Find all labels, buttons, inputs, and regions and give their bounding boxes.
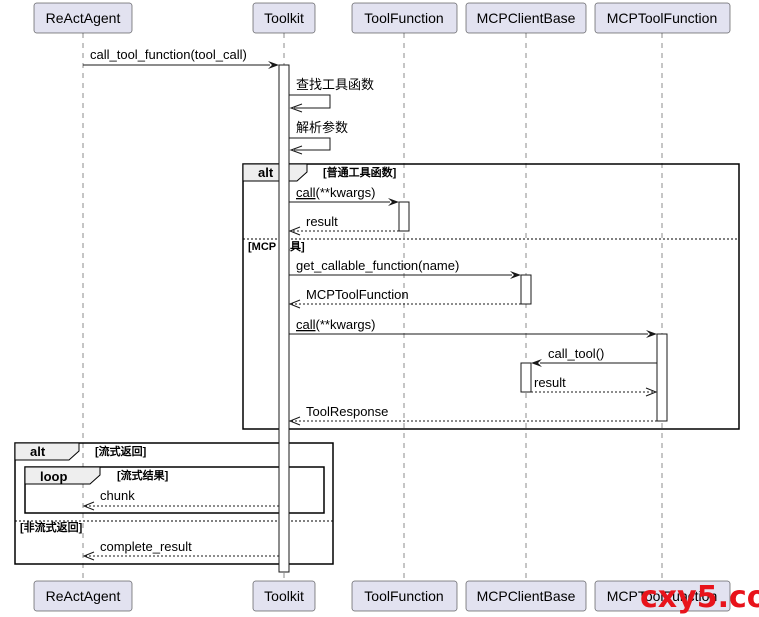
activation-mcptoolfunction [656,333,668,422]
message-call-tool: call_tool() [531,346,657,367]
svg-text:MCPClientBase: MCPClientBase [477,588,576,604]
svg-text:call_tool(): call_tool() [548,346,604,361]
svg-text:call(**kwargs): call(**kwargs) [296,185,375,200]
alt-guard-nonstream: [非流式返回] [20,520,83,534]
svg-text:complete_result: complete_result [100,539,192,554]
svg-text:ToolResponse: ToolResponse [306,404,388,419]
svg-text:MCPToolFunction: MCPToolFunction [306,287,409,302]
alt-keyword: alt [30,444,46,459]
svg-text:result: result [534,375,566,390]
message-result-mcp: result [531,375,658,397]
activation-mcpclientbase-2 [520,362,532,393]
loop-guard: [流式结果] [117,468,169,482]
alt-keyword: alt [258,165,274,180]
participant-bottom-mcpclientbase: MCPClientBase [465,580,587,612]
loop-keyword: loop [40,469,67,484]
participant-bottom-toolkit: Toolkit [252,580,316,612]
message-call-mcptoolfunction: call(**kwargs) [289,317,657,338]
participant-top-toolkit: Toolkit [252,2,316,34]
svg-text:ToolFunction: ToolFunction [364,10,443,26]
alt-guard-stream: [流式返回] [95,444,147,458]
svg-text:解析参数: 解析参数 [296,120,348,135]
svg-text:result: result [306,214,338,229]
svg-text:ReActAgent: ReActAgent [46,588,121,604]
activation-toolfunction [398,201,410,232]
message-get-callable-function: get_callable_function(name) [289,258,521,279]
svg-text:MCPToolFunction: MCPToolFunction [607,588,718,604]
alt-frame-tool-type: alt [普通工具函数] [MCP 工具] [242,163,740,430]
svg-text:MCPToolFunction: MCPToolFunction [607,10,718,26]
alt-guard-mcp: [MCP 工具] [248,240,305,253]
svg-text:Toolkit: Toolkit [264,10,304,26]
activation-toolkit [278,64,290,573]
svg-text:Toolkit: Toolkit [264,588,304,604]
loop-frame: loop [流式结果] [24,466,325,514]
svg-text:call(**kwargs): call(**kwargs) [296,317,375,332]
svg-text:MCPClientBase: MCPClientBase [477,10,576,26]
message-parse-args: 解析参数 [289,120,348,155]
svg-text:call_tool_function(tool_call): call_tool_function(tool_call) [90,47,247,62]
alt-frame-stream: alt [流式返回] [非流式返回] [14,442,334,565]
message-chunk: chunk [82,488,279,511]
watermark-logo: cxy5.com [640,580,759,615]
participant-top-reactagent: ReActAgent [33,2,133,34]
participant-bottom-toolfunction: ToolFunction [351,580,458,612]
svg-text:ToolFunction: ToolFunction [364,588,443,604]
participant-top-toolfunction: ToolFunction [351,2,458,34]
message-tool-response: ToolResponse [288,404,657,426]
message-result-toolfunction: result [288,214,399,236]
participant-top-mcptoolfunction: MCPToolFunction [594,2,731,34]
svg-text:chunk: chunk [100,488,135,503]
alt-guard-normal: [普通工具函数] [323,165,397,179]
message-return-mcptoolfunction: MCPToolFunction [288,287,521,309]
message-call-toolfunction: call(**kwargs) [289,185,399,206]
activation-mcpclientbase-1 [520,274,532,305]
svg-text:查找工具函数: 查找工具函数 [296,77,374,92]
participant-bottom-reactagent: ReActAgent [33,580,133,612]
svg-text:get_callable_function(name): get_callable_function(name) [296,258,459,273]
message-find-tool-function: 查找工具函数 [289,77,374,113]
message-call-tool-function: call_tool_function(tool_call) [83,47,279,69]
message-complete-result: complete_result [82,539,279,561]
participant-bottom-mcptoolfunction: MCPToolFunction [594,580,731,612]
svg-text:ReActAgent: ReActAgent [46,10,121,26]
participant-top-mcpclientbase: MCPClientBase [465,2,587,34]
